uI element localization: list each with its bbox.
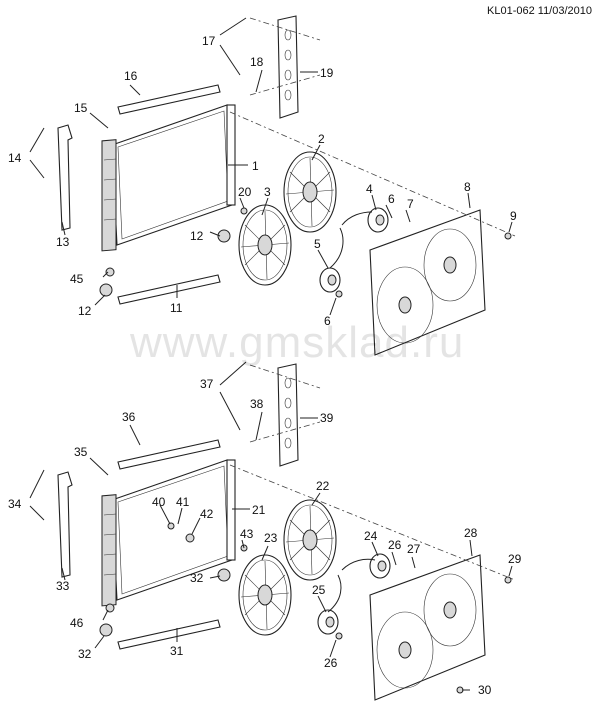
callout-label: 33	[56, 579, 70, 593]
bolt	[504, 576, 512, 584]
mount-bushing	[217, 229, 231, 243]
callout-label: 32	[190, 571, 204, 585]
callout-label: 17	[202, 34, 216, 48]
callout-numbers: 1 2 3 4 5 6 6 7 8 9 11 12 12 13 14 15 16…	[8, 34, 522, 697]
callout-label: 31	[170, 644, 184, 658]
callout-label: 21	[252, 503, 266, 517]
side-baffle	[57, 471, 73, 578]
callout-label: 34	[8, 497, 22, 511]
fan-blade	[238, 204, 292, 286]
callout-label: 6	[388, 192, 395, 206]
assembly-line	[249, 17, 321, 41]
callout-label: 43	[240, 527, 254, 541]
seal-strip	[117, 274, 221, 305]
callout-label: 3	[264, 185, 271, 199]
wire-harness	[329, 227, 344, 269]
mount-bushing	[99, 283, 113, 297]
fan-blade	[283, 151, 337, 233]
side-bracket	[277, 363, 299, 467]
callout-label: 1	[252, 159, 259, 173]
seal-strip	[117, 84, 221, 115]
callout-label: 5	[314, 237, 321, 251]
radiator	[101, 459, 236, 607]
fan-blade	[238, 554, 292, 636]
callout-label: 6	[324, 314, 331, 328]
wire-harness	[327, 574, 342, 613]
callout-label: 19	[320, 66, 334, 80]
mount-bushing	[99, 623, 113, 637]
callout-label: 38	[250, 397, 264, 411]
callout-label: 23	[264, 531, 278, 545]
bolt	[167, 522, 175, 530]
fan-motor	[369, 553, 391, 579]
top-assembly	[57, 15, 516, 356]
radiator	[101, 104, 236, 252]
callout-label: 9	[510, 209, 517, 223]
bolt	[504, 232, 512, 240]
bolt	[335, 290, 343, 298]
callout-label: 11	[170, 301, 183, 315]
callout-label: 16	[124, 69, 138, 83]
bolt	[240, 207, 248, 215]
callout-label: 26	[324, 656, 338, 670]
callout-label: 30	[478, 683, 492, 697]
callout-label: 14	[8, 151, 22, 165]
wire-harness	[341, 211, 373, 226]
side-baffle	[57, 124, 73, 231]
callout-label: 20	[238, 185, 252, 199]
bolt	[335, 632, 343, 640]
callout-label: 15	[74, 101, 88, 115]
callout-label: 24	[364, 529, 378, 543]
assembly-line	[229, 111, 516, 237]
callout-label: 37	[200, 377, 214, 391]
fan-shroud	[369, 554, 486, 701]
watermark-text: www.gmsklad.ru	[130, 318, 465, 367]
callout-label: 12	[190, 229, 204, 243]
callout-label: 2	[318, 132, 325, 146]
callout-leaders	[29, 17, 513, 691]
callout-label: 46	[70, 616, 84, 630]
callout-label: 27	[407, 542, 421, 556]
assembly-line	[249, 364, 321, 389]
callout-label: 39	[320, 411, 334, 425]
callout-label: 41	[176, 495, 190, 509]
fan-motor	[319, 267, 341, 293]
assembly-line	[249, 421, 321, 443]
callout-label: 36	[122, 410, 136, 424]
assembly-line	[249, 74, 321, 96]
callout-label: 22	[316, 479, 330, 493]
callout-label: 4	[366, 182, 373, 196]
callout-label: 25	[312, 583, 326, 597]
callout-label: 13	[56, 235, 70, 249]
callout-label: 7	[407, 197, 414, 211]
diagram-code: KL01-062 11/03/2010	[487, 5, 592, 17]
callout-label: 26	[388, 538, 402, 552]
callout-label: 45	[70, 272, 84, 286]
mount-bushing	[217, 568, 231, 582]
callout-label: 29	[508, 552, 522, 566]
seal-strip	[117, 619, 221, 650]
callout-label: 8	[464, 180, 471, 194]
seal-strip	[117, 439, 221, 470]
bolt	[105, 267, 115, 277]
fan-blade	[283, 499, 337, 581]
callout-label: 18	[250, 55, 264, 69]
callout-label: 40	[152, 495, 166, 509]
assembly-line	[229, 464, 516, 581]
callout-label: 28	[464, 526, 478, 540]
side-bracket	[277, 15, 299, 119]
callout-label: 32	[78, 647, 92, 661]
callout-label: 35	[74, 445, 88, 459]
callout-label: 12	[78, 304, 92, 318]
fan-motor	[317, 609, 339, 635]
bolt	[185, 533, 195, 543]
callout-label: 42	[200, 507, 214, 521]
wire-harness	[341, 558, 376, 571]
